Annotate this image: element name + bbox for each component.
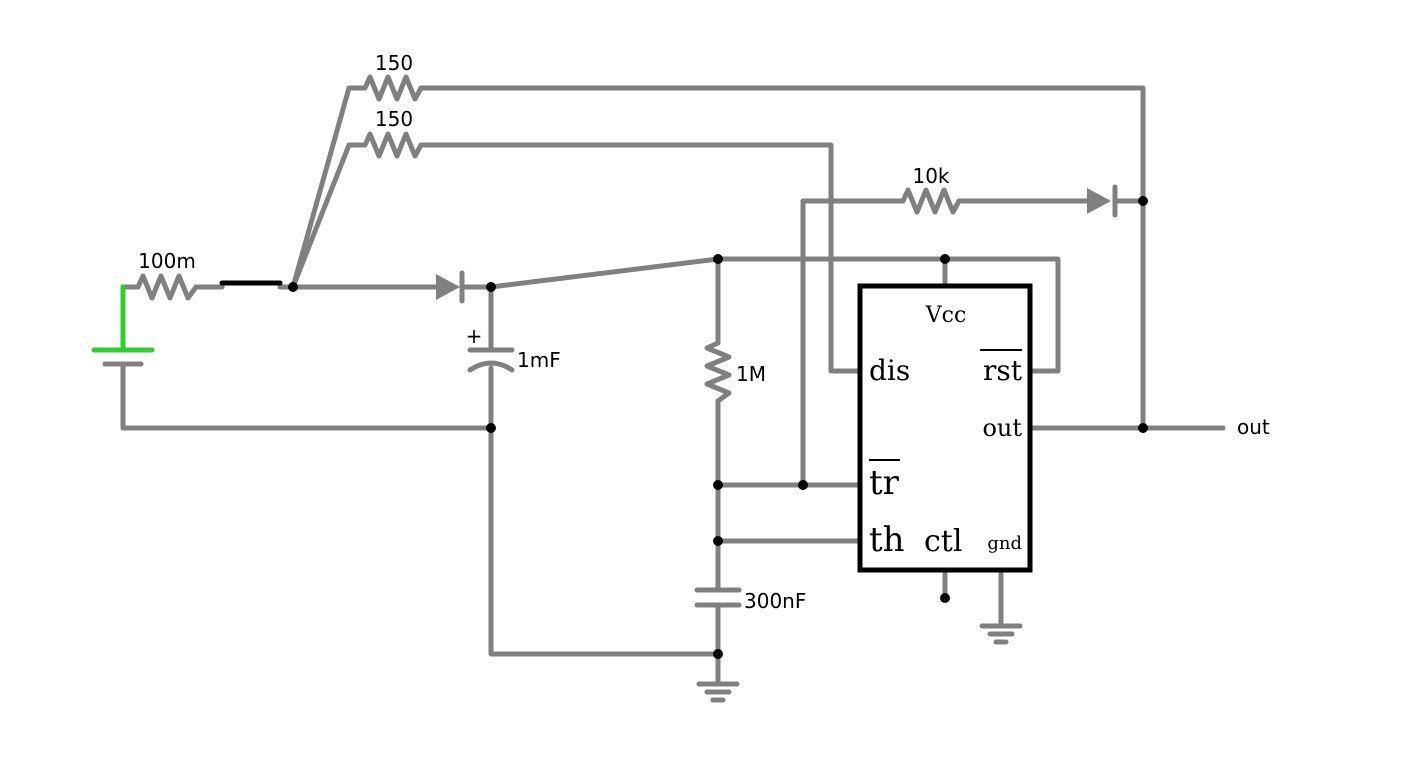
resistor-icon [362, 74, 424, 102]
capacitor-300nf-label: 300nF [744, 589, 806, 613]
junction-dot [1138, 423, 1148, 433]
junction-dot [713, 254, 723, 264]
ground-icon [979, 623, 1023, 645]
junction-dot [486, 282, 496, 292]
resistor-icon [900, 187, 962, 215]
resistor-150-mid-label: 150 [375, 107, 413, 131]
pin-dis-label: dis [869, 354, 910, 387]
junction-dot [798, 480, 808, 490]
output-label: out [1237, 415, 1270, 439]
resistor-1m[interactable]: 1M [704, 340, 766, 404]
junction-dot [288, 282, 298, 292]
junction-dot [1138, 196, 1148, 206]
pin-tr-label: tr [869, 463, 900, 503]
diode-main[interactable] [436, 270, 465, 304]
junction-dot [940, 593, 950, 603]
pin-rst-label: rst [983, 354, 1023, 387]
resistor-10k-label: 10k [912, 164, 949, 188]
junction-dot [713, 649, 723, 659]
resistor-1m-label: 1M [736, 362, 766, 386]
resistor-icon [362, 131, 424, 159]
junction-dot [713, 480, 723, 490]
diode-feedback[interactable] [1087, 184, 1118, 218]
diode-icon [436, 270, 465, 304]
junction-dots [288, 196, 1148, 659]
battery-icon[interactable] [91, 284, 155, 367]
junction-dot [940, 254, 950, 264]
wires [120, 85, 1226, 685]
resistor-icon [135, 273, 199, 301]
ground-icon [696, 681, 740, 703]
resistor-10k[interactable]: 10k [900, 164, 962, 215]
capacitor-polarity-label: + [466, 324, 483, 348]
pin-ctl-label: ctl [924, 524, 962, 559]
resistor-icon [704, 340, 732, 404]
resistor-150-top-label: 150 [375, 51, 413, 75]
capacitor-300nf[interactable]: 300nF [694, 587, 806, 613]
junction-dot [486, 423, 496, 433]
timer-chip[interactable]: Vcc dis rst out tr th ctl gnd [857, 283, 1033, 573]
chip-body [857, 283, 1033, 573]
resistor-100m-label: 100m [138, 249, 196, 273]
resistor-100m[interactable]: 100m [135, 249, 199, 301]
pin-vcc-label: Vcc [925, 303, 967, 328]
capacitor-1mf[interactable]: + 1mF [466, 324, 561, 373]
diode-icon [1087, 184, 1118, 218]
capacitor-1mf-label: 1mF [517, 348, 561, 372]
resistor-150-top[interactable]: 150 [362, 51, 424, 102]
capacitor-icon [694, 587, 742, 608]
pin-out-label: out [982, 414, 1022, 442]
pin-gnd-label: gnd [987, 533, 1022, 554]
resistor-150-mid[interactable]: 150 [362, 107, 424, 159]
pin-th-label: th [869, 520, 905, 560]
capacitor-icon [467, 347, 515, 373]
junction-dot [713, 536, 723, 546]
